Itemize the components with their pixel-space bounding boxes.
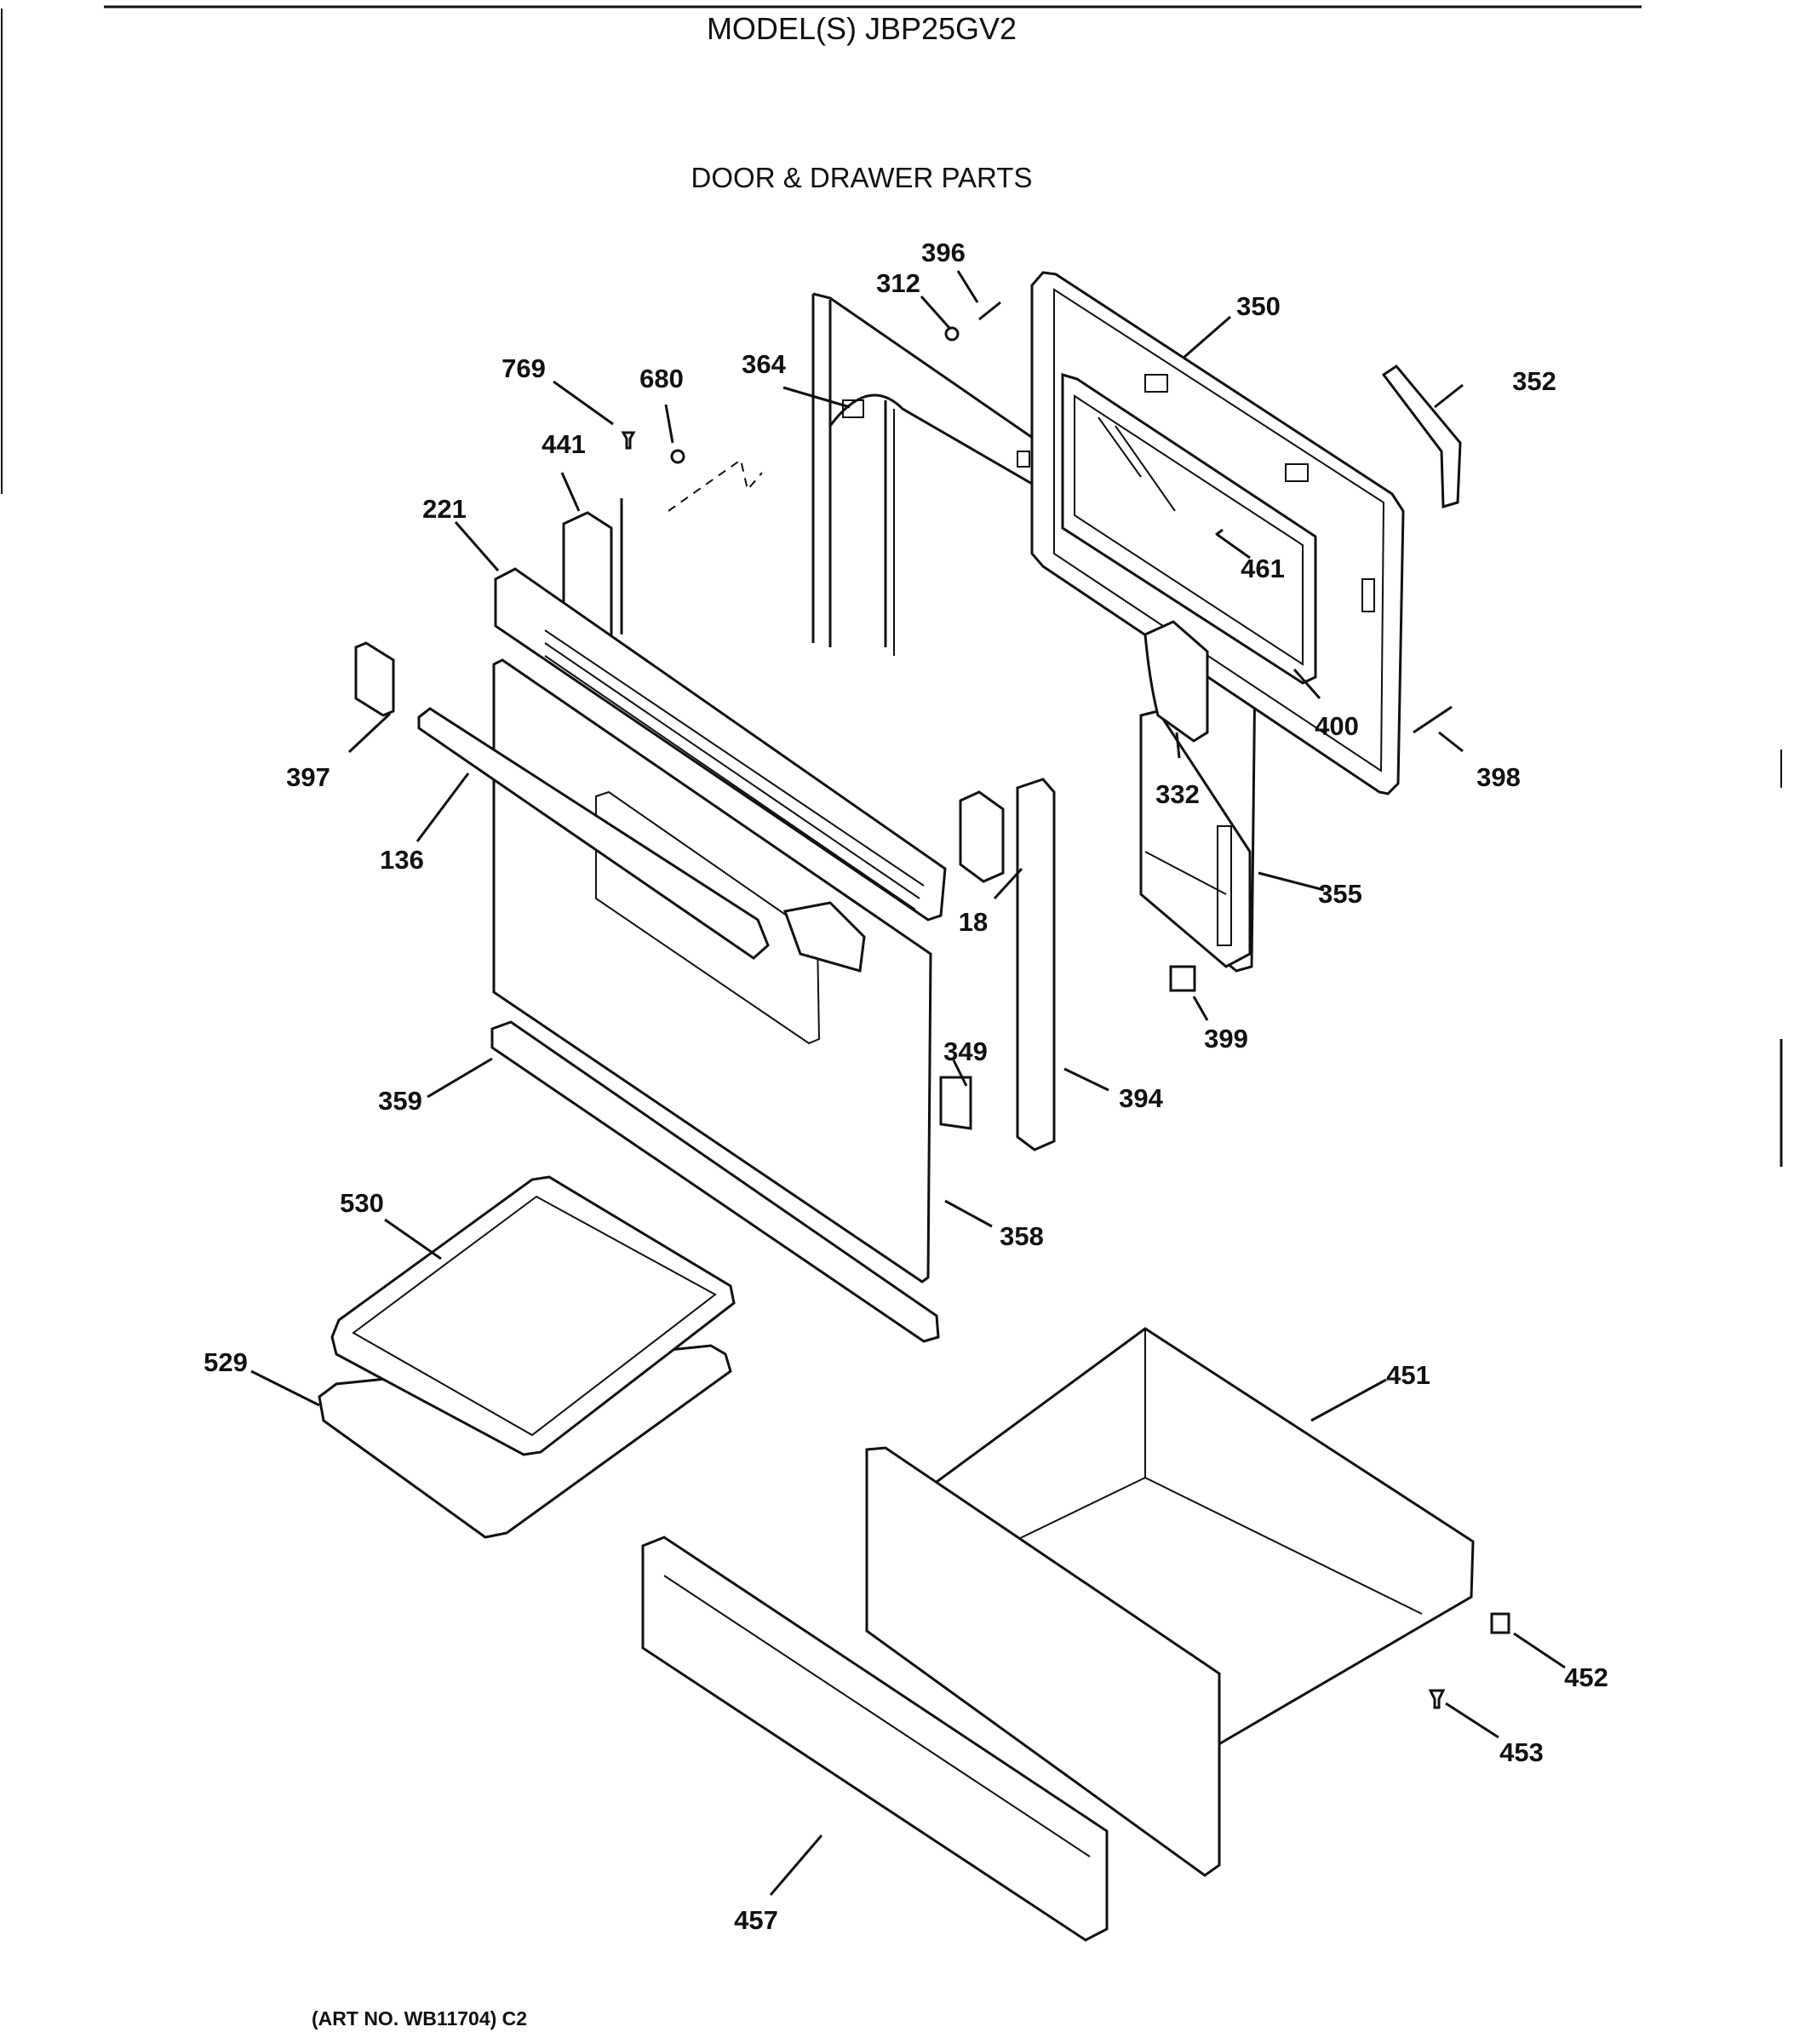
screw-part-461 — [1215, 528, 1224, 537]
side-trim-part-394 — [1016, 778, 1056, 1151]
callout-352: 352 — [1512, 366, 1556, 396]
drawer-stop-part-452 — [1490, 1612, 1510, 1634]
callout-394: 394 — [1119, 1083, 1163, 1113]
callout-398: 398 — [1476, 762, 1521, 792]
callout-349: 349 — [943, 1036, 988, 1066]
callout-358: 358 — [1000, 1221, 1044, 1251]
hinge-bracket-part-18 — [959, 790, 1005, 883]
screw-part-396 — [978, 301, 1001, 321]
callout-355: 355 — [1318, 879, 1362, 909]
screw-part-769 — [621, 431, 636, 450]
side-bracket-part-397 — [354, 641, 395, 717]
callout-400: 400 — [1315, 711, 1359, 741]
drawer-front-part-457 — [641, 1536, 1109, 1942]
leader-lines — [250, 270, 1566, 1896]
bottom-trim-part-359 — [490, 1020, 940, 1343]
model-title: MODEL(S) JBP25GV2 — [707, 11, 1017, 46]
callout-312: 312 — [876, 268, 920, 298]
callout-364: 364 — [742, 349, 786, 379]
inner-glass-part-400 — [1061, 372, 1317, 685]
callout-530: 530 — [340, 1188, 384, 1218]
handle-endcap — [782, 901, 866, 973]
callout-332: 332 — [1155, 779, 1200, 809]
control-trim-part-221 — [494, 567, 947, 922]
callout-labels: 396 312 350 352 364 769 680 441 221 461 … — [203, 238, 1608, 1935]
bumper-part-399 — [1169, 965, 1196, 992]
broiler-grid-part-530 — [330, 1175, 736, 1456]
callout-457: 457 — [734, 1905, 778, 1935]
hinge-guide-dash — [668, 458, 763, 512]
insulation-part-332 — [1143, 620, 1209, 743]
callout-461: 461 — [1241, 554, 1285, 583]
callout-136: 136 — [380, 845, 424, 875]
callout-680: 680 — [639, 364, 684, 393]
drawer-side-panel — [865, 1446, 1221, 1877]
outer-door-panel-part-358 — [492, 658, 932, 1283]
section-title: DOOR & DRAWER PARTS — [691, 162, 1033, 193]
art-number: (ART NO. WB11704) C2 — [312, 2007, 527, 2030]
handle-part-136 — [417, 707, 770, 960]
screw-part-453 — [1428, 1689, 1446, 1709]
callout-350: 350 — [1236, 291, 1281, 321]
callout-221: 221 — [422, 494, 467, 524]
gasket-part-352 — [1381, 365, 1462, 508]
callout-529: 529 — [203, 1347, 248, 1377]
screw-part-398 — [1413, 705, 1453, 734]
callout-359: 359 — [378, 1086, 422, 1116]
callout-399: 399 — [1204, 1024, 1248, 1054]
callout-397: 397 — [286, 762, 330, 792]
callout-451: 451 — [1386, 1360, 1430, 1390]
callout-441: 441 — [542, 429, 586, 459]
callout-18: 18 — [959, 907, 988, 937]
nut-part-680 — [670, 449, 685, 464]
callout-452: 452 — [1564, 1662, 1608, 1692]
callout-453: 453 — [1499, 1737, 1544, 1767]
washer-part-312 — [944, 326, 960, 342]
callout-769: 769 — [502, 353, 546, 383]
callout-396: 396 — [921, 238, 966, 267]
